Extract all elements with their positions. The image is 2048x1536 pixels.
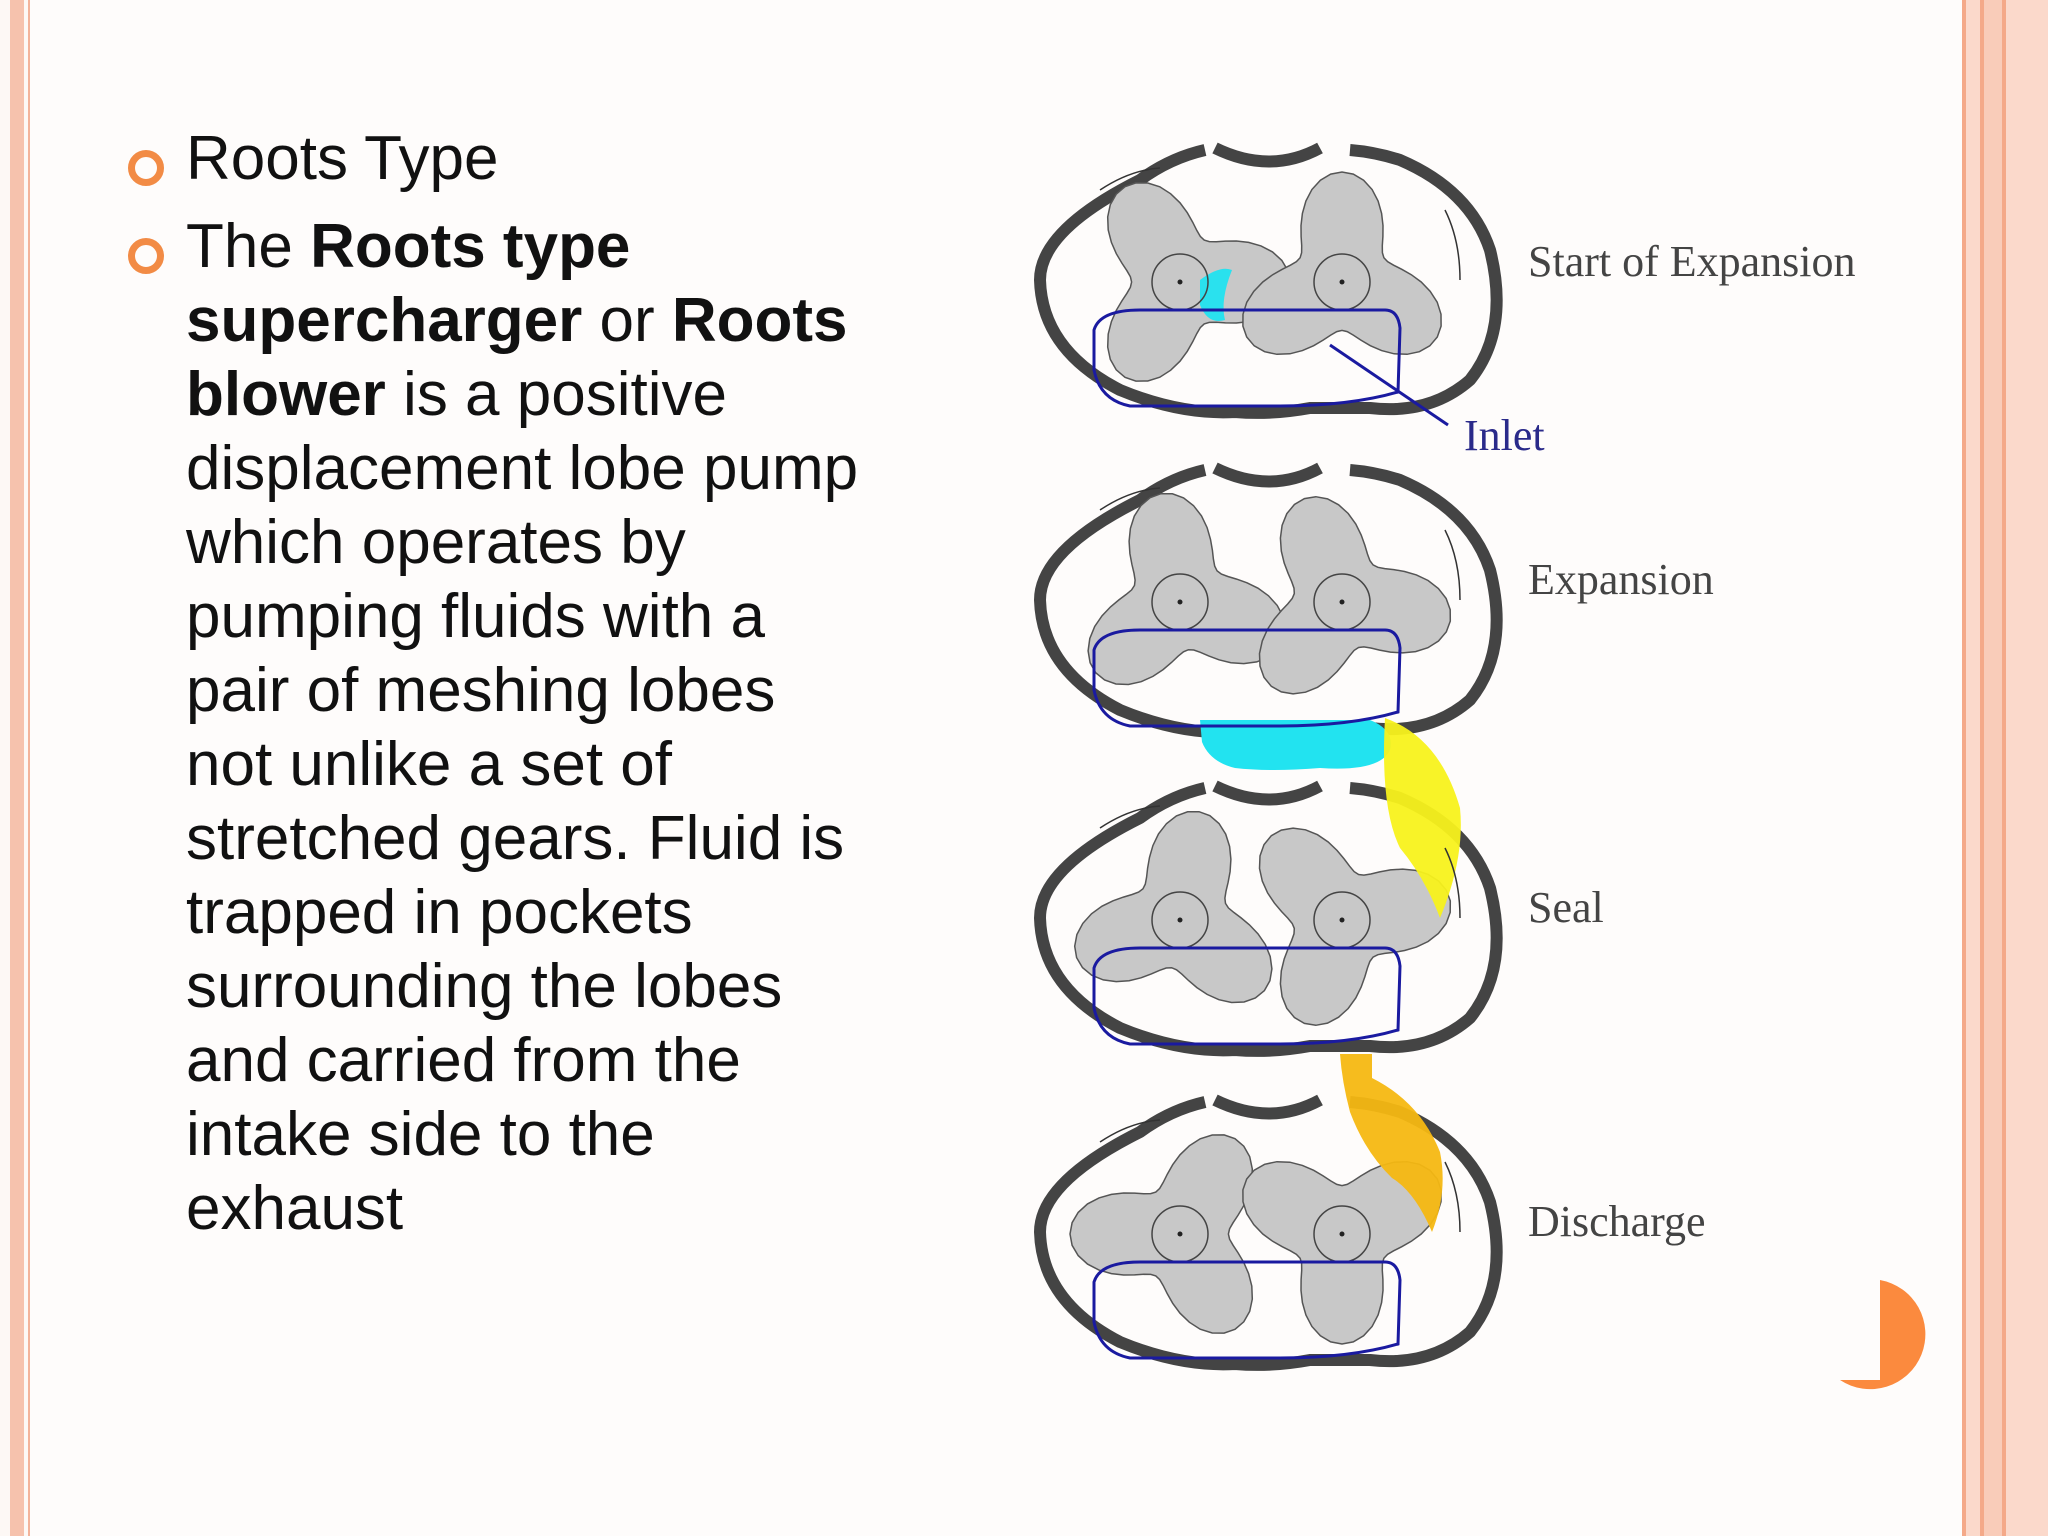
- rotation-arrow-icon: [1099, 167, 1161, 191]
- right-stripe: [1984, 0, 2002, 1536]
- stage-label: Expansion: [1528, 555, 1714, 604]
- left-lobe: [1073, 810, 1273, 1004]
- bullet-text: is a positive displacement lobe pump whi…: [186, 360, 859, 1243]
- rotation-arrow-icon: [1444, 847, 1461, 919]
- bullet-circle-icon: [128, 150, 164, 186]
- bullet-bold-term: Roots blower: [186, 286, 848, 429]
- stage-label: Start of Expansion: [1528, 237, 1856, 286]
- roots-blower-diagram: [1033, 142, 1503, 1371]
- housing-outline: [1033, 782, 1503, 1057]
- right-stripe: [1962, 0, 1966, 1536]
- roots-blower-figure: Start of Expansion Inlet Expansion Seal …: [1020, 120, 1920, 1400]
- inlet-outline: [1092, 308, 1402, 408]
- inlet-label: Inlet: [1464, 411, 1545, 460]
- inlet-outline: [1092, 628, 1402, 728]
- shaft-center: [1339, 279, 1345, 285]
- bullet-circle-icon: [128, 238, 164, 274]
- rotation-arrow-icon: [1099, 1119, 1161, 1143]
- right-lobe: [1258, 495, 1452, 695]
- blower-stage: [1033, 718, 1503, 1057]
- left-lobe: [1087, 492, 1287, 686]
- inlet-pointer-line: [1329, 343, 1449, 427]
- shaft-center: [1339, 917, 1345, 923]
- rotation-arrow-icon: [1099, 805, 1161, 829]
- right-stripe: [2002, 0, 2006, 1536]
- housing-outline: [1033, 144, 1503, 419]
- inlet-outline: [1092, 1260, 1402, 1360]
- right-stripe: [2006, 0, 2048, 1536]
- left-lobe: [1069, 1134, 1254, 1334]
- blower-stage: [1033, 142, 1503, 419]
- rotation-arrow-icon: [1444, 1161, 1461, 1233]
- stage-label: Discharge: [1528, 1197, 1706, 1246]
- housing-top-notch: [1212, 142, 1323, 168]
- shaft-center: [1339, 1231, 1345, 1237]
- stage-label: Seal: [1528, 883, 1604, 932]
- rotation-arrow-icon: [1444, 529, 1461, 601]
- slide-background: [30, 0, 1962, 1536]
- fluid-pocket: [1340, 1054, 1443, 1232]
- bullet-item: The Roots type supercharger or Roots blo…: [128, 210, 868, 1246]
- blower-stage: [1033, 462, 1503, 770]
- housing-top-notch: [1212, 780, 1323, 806]
- housing-top-notch: [1212, 462, 1323, 488]
- shaft-center: [1177, 1231, 1183, 1237]
- fluid-pocket: [1200, 720, 1391, 770]
- bullet-text: or: [582, 286, 672, 355]
- shaft-center: [1339, 599, 1345, 605]
- shaft-center: [1177, 599, 1183, 605]
- housing-outline: [1033, 1096, 1503, 1371]
- bullet-text: Roots Type: [186, 124, 499, 193]
- right-stripe: [1980, 0, 1984, 1536]
- bullet-bold-term: Roots type supercharger: [186, 212, 631, 355]
- slide-border-left-line: [28, 0, 30, 1536]
- right-lobe: [1258, 827, 1452, 1027]
- right-stripe: [1966, 0, 1980, 1536]
- blower-stage: [1033, 1054, 1503, 1371]
- rotation-arrow-icon: [1099, 487, 1161, 511]
- left-lobe: [1106, 182, 1291, 382]
- housing-top-notch: [1212, 1094, 1323, 1120]
- shaft-center: [1177, 279, 1183, 285]
- decorative-half-circle-icon: [1840, 1280, 1926, 1390]
- slide-border-left: [10, 0, 24, 1536]
- slide-text: Roots Type The Roots type supercharger o…: [128, 122, 868, 1246]
- bullet-item: Roots Type: [128, 122, 868, 196]
- shaft-center: [1177, 917, 1183, 923]
- bullet-text: The: [186, 212, 311, 281]
- rotation-arrow-icon: [1444, 209, 1461, 281]
- right-lobe: [1242, 1160, 1442, 1345]
- fluid-pocket: [1384, 718, 1461, 918]
- inlet-outline: [1092, 946, 1402, 1046]
